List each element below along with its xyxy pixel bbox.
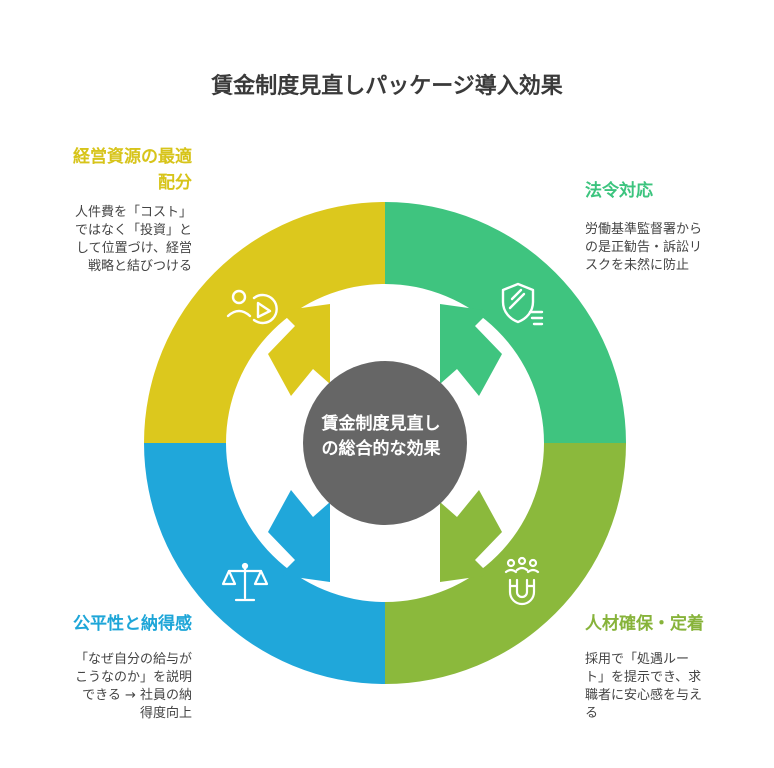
quadrant-bottom-right	[385, 443, 626, 684]
desc-line: できる → 社員の納	[82, 688, 192, 703]
desc-top-right: 労働基準監督署から の是正勧告・訴訟リ スクを未然に防止	[585, 221, 760, 275]
desc-bottom-left: 「なぜ自分の給与が こうなのか」を説明 できる → 社員の納 得度向上	[20, 651, 192, 723]
arrow-bottom-left	[268, 490, 330, 582]
desc-line: 労働基準監督署から	[585, 222, 703, 237]
magnet-people-icon	[504, 556, 540, 606]
desc-line: 得度向上	[139, 706, 192, 721]
heading-top-left: 経営資源の最適 配分	[20, 144, 192, 196]
desc-line: 「なぜ自分の給与が	[74, 652, 192, 667]
desc-line: 人件費を「コスト」	[74, 205, 192, 220]
desc-line: 戦略と結びつける	[87, 259, 192, 274]
desc-line: ではなく「投資」と	[74, 223, 192, 238]
center-label-line2: の総合的な効果	[321, 439, 441, 459]
desc-bottom-right: 採用で「処遇ルー ト」を提示でき、求 職者に安心感を与え る	[585, 651, 765, 723]
desc-top-left: 人件費を「コスト」 ではなく「投資」と して位置づけ、経営 戦略と結びつける	[20, 204, 192, 276]
desc-line: スクを未然に防止	[585, 258, 690, 273]
arrow-top-right	[440, 304, 502, 396]
desc-line: して位置づけ、経営	[76, 241, 192, 256]
page-title: 賃金制度見直しパッケージ導入効果	[211, 74, 563, 99]
center-label-line1: 賃金制度見直し	[321, 414, 441, 434]
arrow-bottom-right	[440, 490, 502, 582]
desc-line: こうなのか」を説明	[74, 670, 192, 685]
desc-line: ト」を提示でき、求	[585, 670, 702, 685]
desc-line: る	[585, 706, 599, 721]
desc-line: の是正勧告・訴訟リ	[585, 240, 703, 255]
heading-bottom-left: 公平性と納得感	[73, 614, 192, 634]
heading-top-right: 法令対応	[585, 181, 653, 201]
quadrant-bottom-left	[144, 443, 385, 684]
quadrant-top-right	[385, 202, 626, 443]
pie-chart-person-icon	[226, 289, 278, 325]
arrow-top-left	[268, 304, 330, 396]
heading-top-left-line1: 経営資源の最適	[73, 147, 192, 167]
shield-icon	[501, 282, 544, 326]
heading-bottom-right: 人材確保・定着	[585, 614, 704, 634]
desc-line: 採用で「処遇ルー	[585, 652, 690, 667]
desc-line: 職者に安心感を与え	[585, 688, 703, 703]
balance-scale-icon	[221, 562, 269, 602]
heading-top-left-line2: 配分	[158, 173, 192, 193]
center-circle	[303, 361, 467, 525]
center-label: 賃金制度見直し の総合的な効果	[302, 412, 460, 462]
